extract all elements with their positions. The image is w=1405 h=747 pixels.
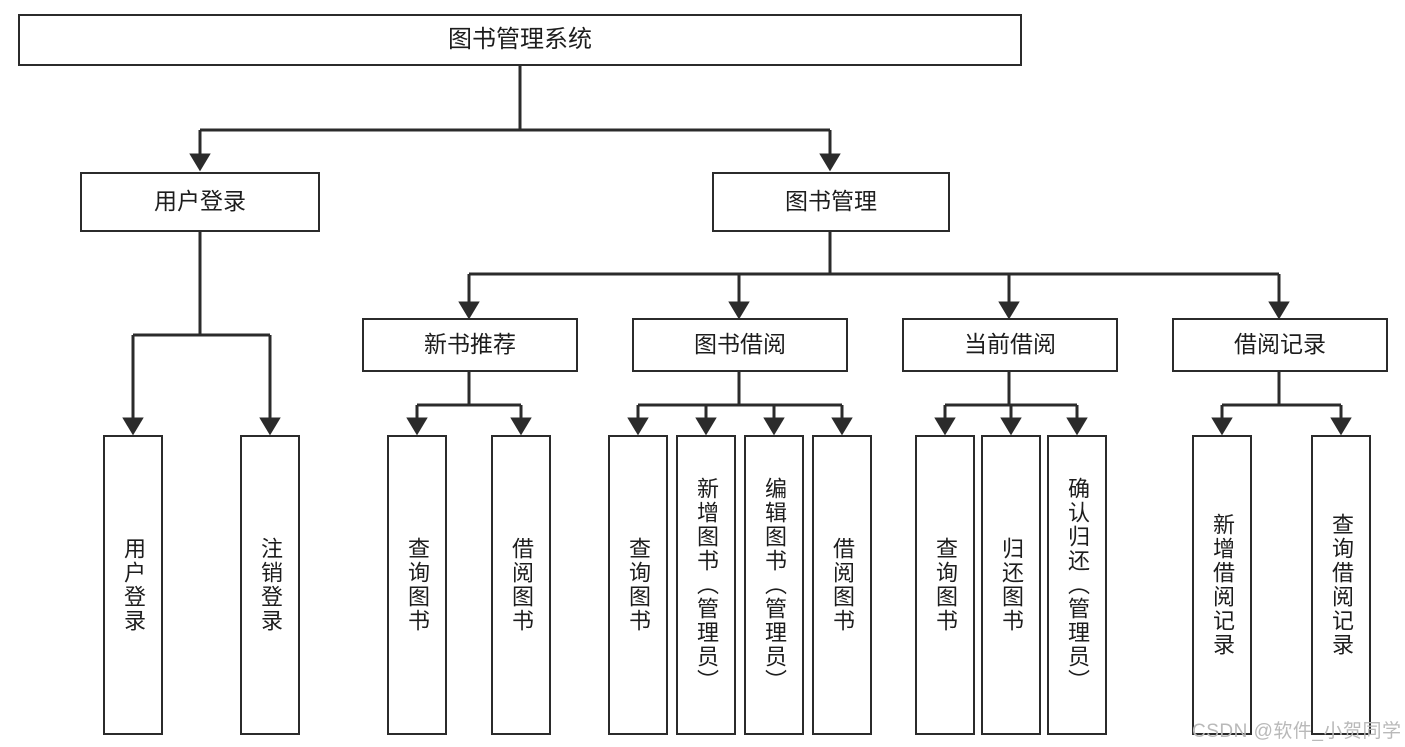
node-user-login[interactable]: 用户登录 xyxy=(80,172,320,232)
node-borrow-record[interactable]: 借阅记录 xyxy=(1172,318,1388,372)
leaf-borrow-record-add[interactable]: 新增借阅记录 xyxy=(1192,435,1252,735)
node-root[interactable]: 图书管理系统 xyxy=(18,14,1022,66)
node-book-management-label: 图书管理 xyxy=(785,188,877,215)
node-book-management[interactable]: 图书管理 xyxy=(712,172,950,232)
leaf-new-book-query[interactable]: 查询图书 xyxy=(387,435,447,735)
leaf-user-login-logout[interactable]: 注销登录 xyxy=(240,435,300,735)
csdn-watermark: CSDN @软件_小贺同学 xyxy=(1192,721,1402,742)
node-current-borrow[interactable]: 当前借阅 xyxy=(902,318,1118,372)
leaf-borrow-record-add-label: 新增借阅记录 xyxy=(1210,513,1235,657)
leaf-current-borrow-return-label: 归还图书 xyxy=(999,537,1024,633)
leaf-current-borrow-confirm-label: 确认归还（管理员） xyxy=(1065,477,1090,693)
node-new-book-recommend-label: 新书推荐 xyxy=(424,331,516,358)
leaf-current-borrow-query-label: 查询图书 xyxy=(933,537,958,633)
leaf-new-book-query-label: 查询图书 xyxy=(405,537,430,633)
leaf-book-borrow-add[interactable]: 新增图书（管理员） xyxy=(676,435,736,735)
node-new-book-recommend[interactable]: 新书推荐 xyxy=(362,318,578,372)
leaf-user-login-logout-label: 注销登录 xyxy=(258,537,283,633)
node-borrow-record-label: 借阅记录 xyxy=(1234,331,1326,358)
leaf-current-borrow-query[interactable]: 查询图书 xyxy=(915,435,975,735)
leaf-current-borrow-return[interactable]: 归还图书 xyxy=(981,435,1041,735)
leaf-book-borrow-borrow[interactable]: 借阅图书 xyxy=(812,435,872,735)
leaf-borrow-record-query-label: 查询借阅记录 xyxy=(1329,513,1354,657)
leaf-current-borrow-confirm[interactable]: 确认归还（管理员） xyxy=(1047,435,1107,735)
node-root-label: 图书管理系统 xyxy=(448,25,592,53)
node-user-login-label: 用户登录 xyxy=(154,188,246,215)
node-book-borrow-label: 图书借阅 xyxy=(694,331,786,358)
node-book-borrow[interactable]: 图书借阅 xyxy=(632,318,848,372)
leaf-book-borrow-query-label: 查询图书 xyxy=(626,537,651,633)
node-current-borrow-label: 当前借阅 xyxy=(964,331,1056,358)
leaf-book-borrow-borrow-label: 借阅图书 xyxy=(830,537,855,633)
leaf-user-login-login-label: 用户登录 xyxy=(121,537,146,633)
leaf-new-book-borrow-label: 借阅图书 xyxy=(509,537,534,633)
leaf-book-borrow-edit[interactable]: 编辑图书（管理员） xyxy=(744,435,804,735)
leaf-user-login-login[interactable]: 用户登录 xyxy=(103,435,163,735)
leaf-book-borrow-edit-label: 编辑图书（管理员） xyxy=(762,477,787,693)
leaf-new-book-borrow[interactable]: 借阅图书 xyxy=(491,435,551,735)
leaf-book-borrow-query[interactable]: 查询图书 xyxy=(608,435,668,735)
leaf-borrow-record-query[interactable]: 查询借阅记录 xyxy=(1311,435,1371,735)
leaf-book-borrow-add-label: 新增图书（管理员） xyxy=(694,477,719,693)
